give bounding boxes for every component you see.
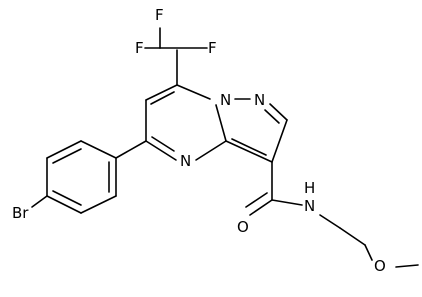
bond-ph4-ph5-double <box>52 190 82 206</box>
atom-labels: F F F N N N Br O N H O <box>12 6 386 275</box>
bond-n2-c2 <box>269 103 288 121</box>
bond-c3a-n1 <box>215 104 227 142</box>
bond-ph1-ph2 <box>80 140 117 159</box>
bond-ph4-br <box>31 195 48 208</box>
bond-c7-n1 <box>176 84 211 100</box>
bond-carbonyl-o-double <box>245 192 268 208</box>
atom-label-pyrazole-nitrogen: N <box>254 91 265 109</box>
atom-label-pyrimidine-nitrogen: N <box>180 152 191 170</box>
bond-c5-n4-double <box>151 136 175 152</box>
bond-ph4-ph5 <box>46 195 82 214</box>
atom-label-bridgehead-nitrogen: N <box>220 91 231 109</box>
bond-ph2-ph3 <box>46 140 82 159</box>
bond-ph2-ph3-double <box>52 148 82 164</box>
bond-carbonyl-n <box>271 199 303 206</box>
bond-n4-c3a <box>195 140 227 161</box>
bond-c2-c3 <box>271 119 288 163</box>
bond-c5-phenyl <box>115 140 147 159</box>
bond-ch2-ch2 <box>339 227 366 246</box>
bond-ph5-ph6 <box>80 195 117 214</box>
bond-c7-c6-double <box>150 91 175 105</box>
atom-label-fluorine-top: F <box>155 6 164 24</box>
bond-c3-c3a-double <box>231 138 267 156</box>
bond-n-ch2 <box>319 214 341 229</box>
bond-n2-c2-double <box>264 109 280 124</box>
bond-ch2-o <box>364 244 373 261</box>
bond-c3-c3a <box>225 140 273 163</box>
bond-c5-n4 <box>145 140 177 161</box>
bonds <box>31 27 419 268</box>
atom-label-ether-oxygen: O <box>374 257 386 275</box>
atom-label-amide-hydrogen: H <box>304 179 315 197</box>
bond-carbonyl-o <box>249 199 273 216</box>
atom-label-fluorine-right: F <box>208 39 217 57</box>
bond-c7-c6 <box>145 84 178 101</box>
atom-label-fluorine-left: F <box>135 39 144 57</box>
bond-o-ch3 <box>395 264 419 268</box>
atom-label-carbonyl-oxygen: O <box>237 218 249 236</box>
atom-label-amide-nitrogen: N <box>304 197 315 215</box>
atom-label-bromine: Br <box>12 204 29 222</box>
